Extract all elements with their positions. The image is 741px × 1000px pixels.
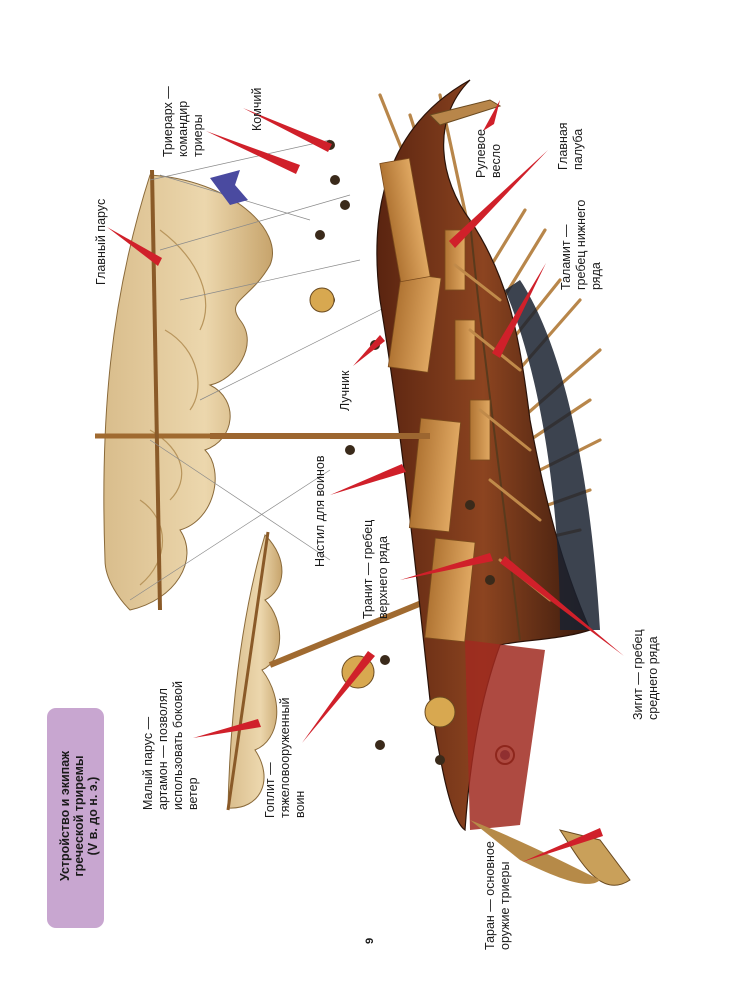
hoplite-line-2: тяжеловооруженный — [278, 697, 292, 818]
trierarch-line-1: Триерарх — — [161, 86, 175, 157]
steering-oar-line-1: Рулевое — [474, 129, 488, 178]
small-sail-line-3: использовать боковой — [171, 680, 185, 810]
ram-line-2: оружие триеры — [498, 861, 512, 950]
title-line-1: Устройство и экипаж — [58, 750, 72, 882]
thalamite-line-2: гребец нижнего — [574, 199, 588, 290]
trierarch-line-3: триеры — [191, 114, 205, 157]
trierarch-line-2: командир — [176, 100, 190, 157]
label-helmsman: Комчий — [250, 88, 265, 131]
main-deck-line-2: палуба — [571, 128, 585, 170]
label-archer: Лучник — [338, 371, 353, 411]
thranite-line-1: Транит — гребец — [361, 519, 375, 619]
page-number: 9 — [364, 937, 376, 944]
helmsman-text: Комчий — [250, 87, 264, 131]
warriors-deck-text: Настил для воинов — [313, 455, 327, 567]
rigging-lines — [129, 139, 401, 601]
label-main-deck: Главная палуба — [556, 122, 586, 170]
label-ram: Таран — основное оружие триеры — [483, 841, 513, 950]
label-hoplite: Гоплит — тяжеловооруженный воин — [263, 698, 308, 818]
main-deck-line-1: Главная — [556, 122, 570, 170]
page-title: Устройство и экипаж греческой триремы (V… — [58, 716, 100, 916]
zygite-line-1: Зигит — гребец — [631, 629, 645, 720]
label-thranite: Транит — гребец верхнего ряда — [361, 520, 391, 619]
thalamite-line-3: ряда — [589, 262, 603, 290]
label-zygite: Зигит — гребец среднего ряда — [631, 629, 661, 720]
steering-oar-shape — [429, 99, 502, 126]
small-sail-line-2: артамон — позволял — [156, 688, 170, 810]
label-small-sail: Малый парус — артамон — позволял использ… — [141, 681, 201, 810]
thranite-line-2: верхнего ряда — [376, 536, 390, 619]
steering-oar-line-2: весло — [489, 143, 503, 178]
main-sail-text: Главный парус — [94, 198, 108, 285]
label-steering-oar: Рулевое весло — [474, 129, 504, 178]
ram-line-1: Таран — основное — [483, 841, 497, 950]
title-box — [47, 708, 104, 928]
crew-figures — [315, 140, 495, 765]
hoplite-line-3: воин — [293, 790, 307, 818]
label-warriors-deck: Настил для воинов — [313, 456, 328, 567]
zygite-line-2: среднего ряда — [646, 636, 660, 720]
thalamite-line-1: Таламит — — [559, 224, 573, 290]
small-sail-line-4: ветер — [186, 777, 200, 810]
small-sail-line-1: Малый парус — — [141, 716, 155, 810]
title-line-3: (V в. до н. э.) — [86, 776, 100, 856]
label-thalamite: Таламит — гребец нижнего ряда — [559, 200, 604, 290]
label-trierarch: Триерарх — командир триеры — [161, 86, 206, 157]
pointer-arrows — [107, 100, 624, 862]
pennant — [210, 170, 248, 205]
archer-text: Лучник — [338, 370, 352, 411]
title-line-2: греческой триремы — [72, 755, 86, 877]
label-main-sail: Главный парус — [94, 199, 109, 285]
hoplite-line-1: Гоплит — — [263, 762, 277, 818]
